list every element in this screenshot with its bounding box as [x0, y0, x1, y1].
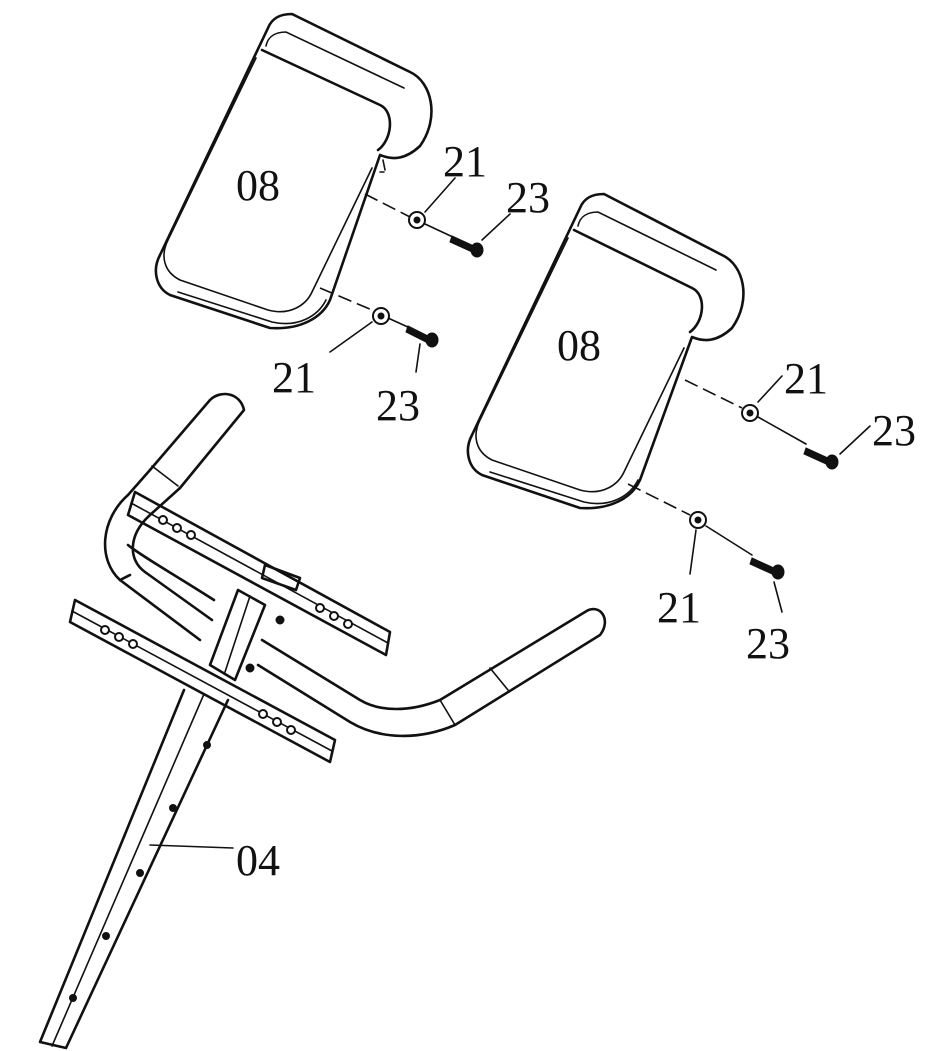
fasteners-left-pad: [319, 193, 484, 348]
label-pad-right: 08: [557, 321, 601, 370]
leader-lines: [149, 177, 871, 849]
label-washer-4: 21: [657, 583, 701, 632]
bolt-icon: [771, 564, 785, 580]
label-bolt-2: 23: [376, 381, 420, 430]
part-labels: 08 08 21 23 21 23 21 23 21 23 04: [236, 137, 916, 885]
label-bolt-4: 23: [746, 619, 790, 668]
label-washer-3: 21: [784, 354, 828, 403]
label-post: 04: [236, 836, 280, 885]
bolt-icon: [425, 332, 439, 348]
label-pad-left: 08: [236, 161, 280, 210]
fasteners-right-pad: [627, 379, 839, 580]
pad-right: [466, 192, 745, 510]
bolt-icon: [470, 242, 484, 258]
label-bolt-3: 23: [872, 406, 916, 455]
label-bolt-1: 23: [506, 173, 550, 222]
label-washer-2: 21: [272, 353, 316, 402]
label-washer-1: 21: [443, 137, 487, 186]
bolt-icon: [825, 454, 839, 470]
pad-left: [154, 12, 433, 330]
frame: [38, 392, 607, 1050]
